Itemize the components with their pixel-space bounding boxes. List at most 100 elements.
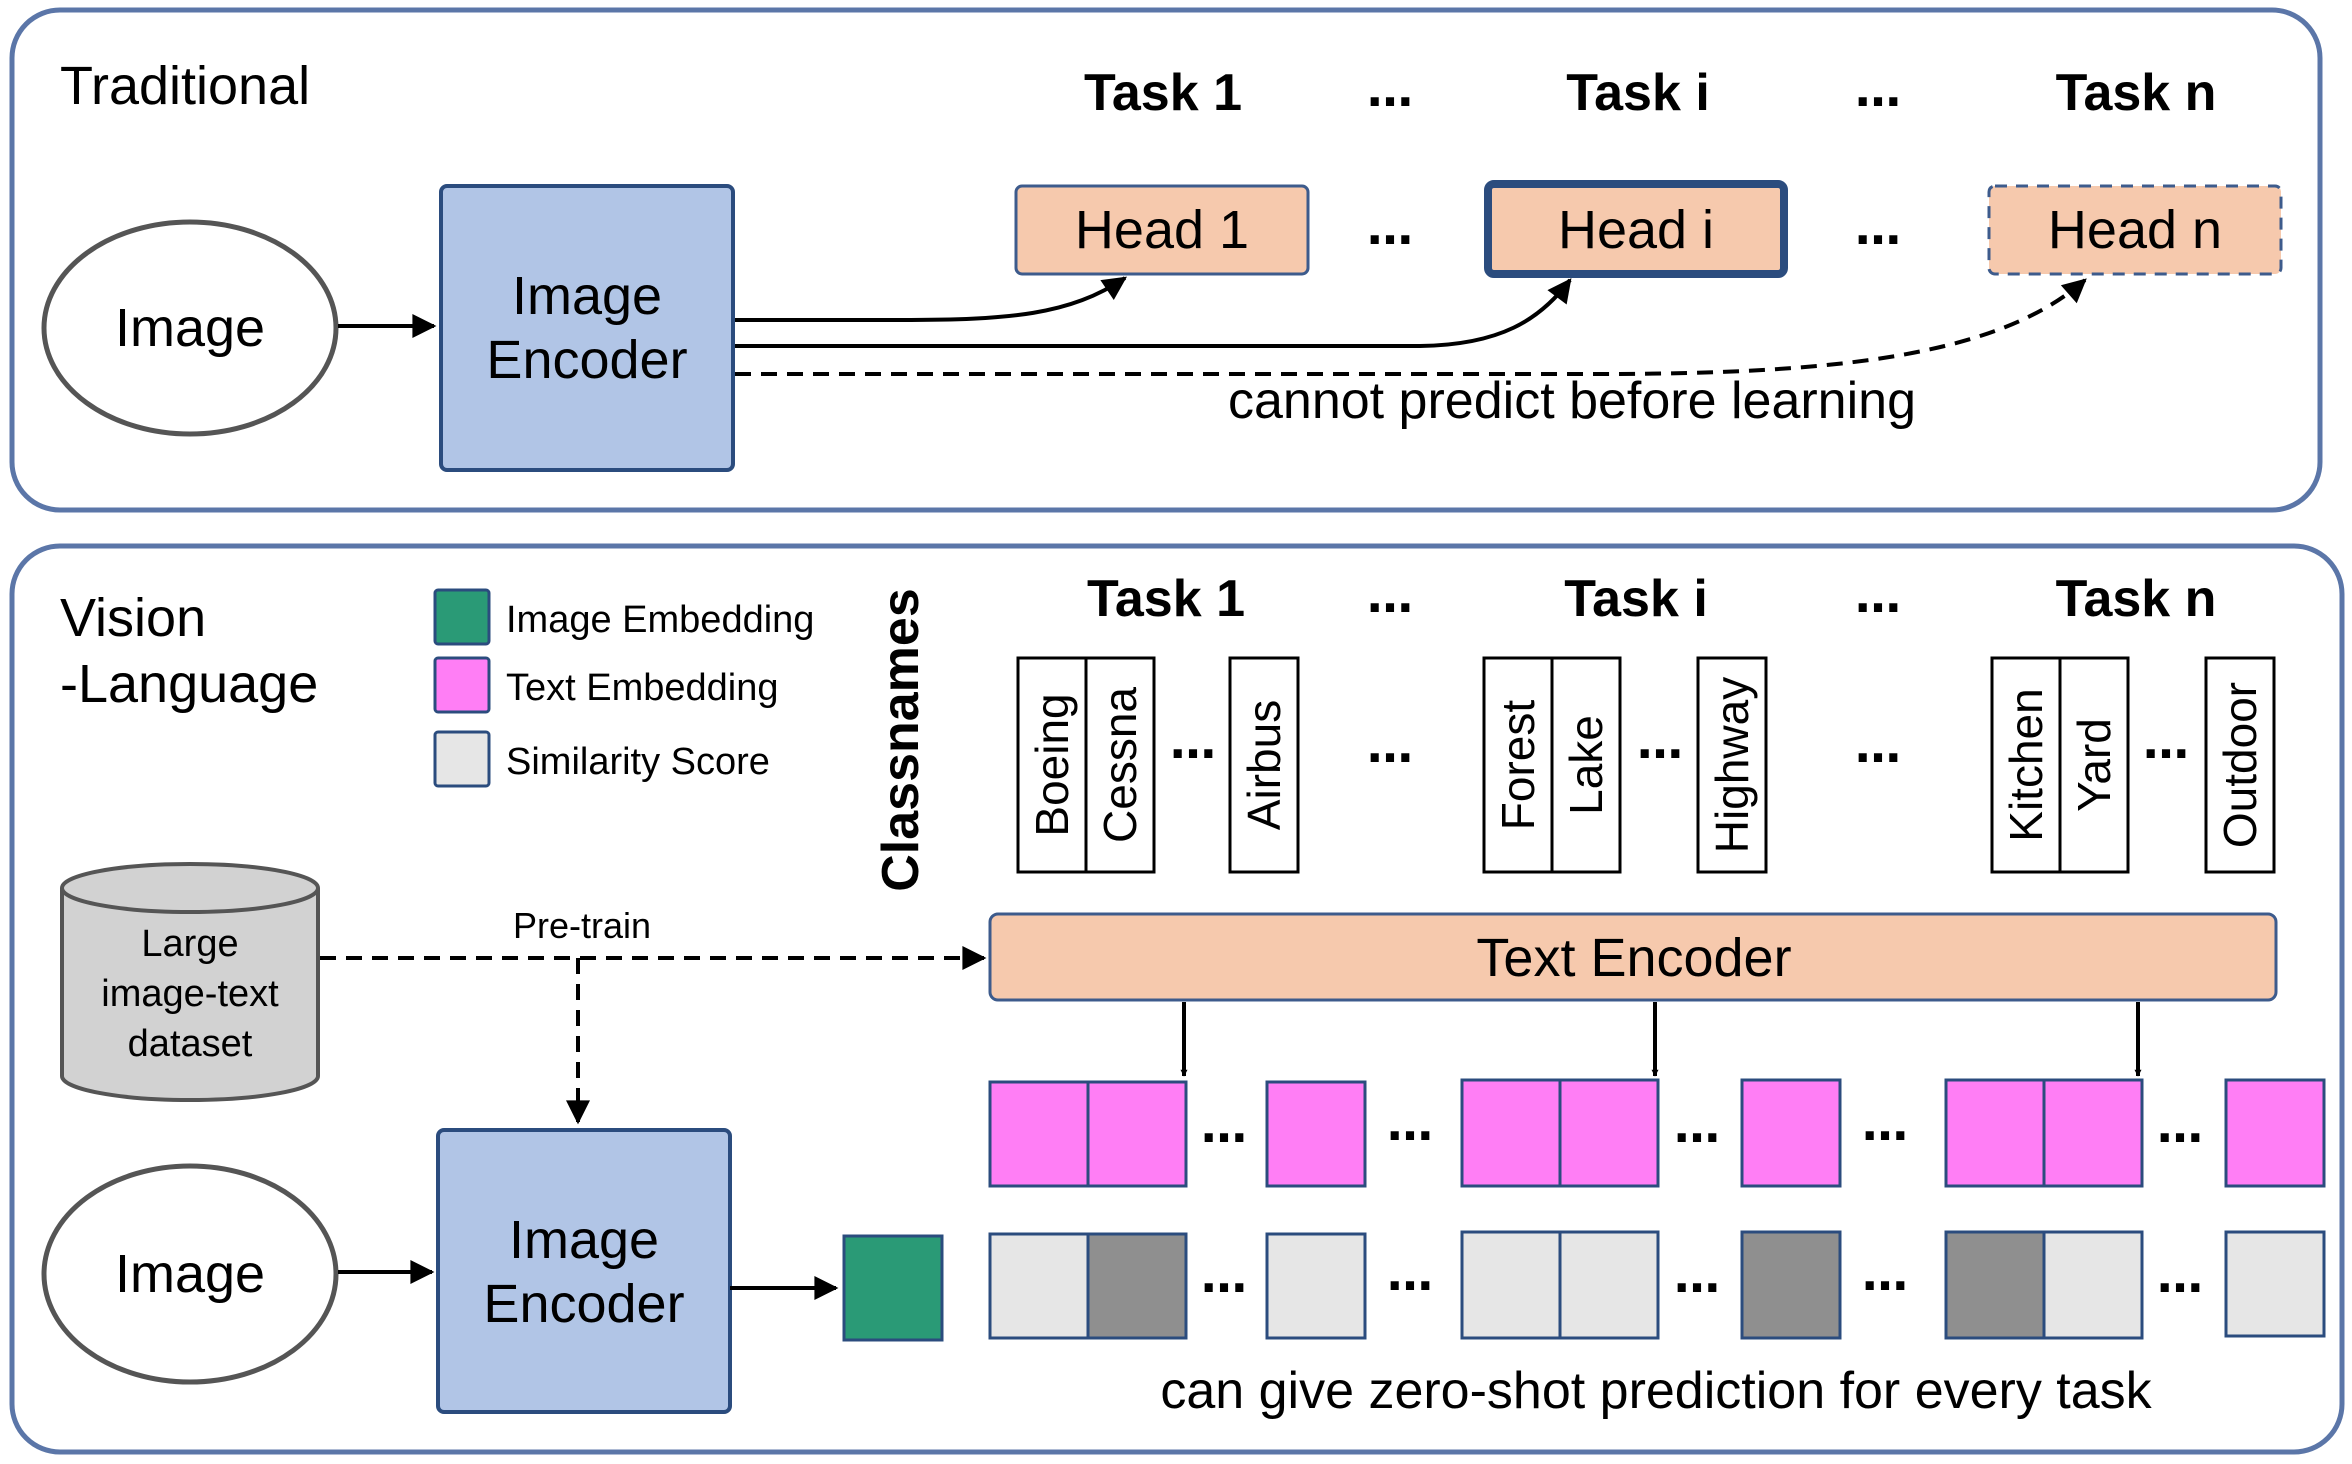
traditional-image-node <box>41 219 339 437</box>
vl-task-ellipsis-1: … <box>1367 569 1413 623</box>
head-n-label: Head n <box>2048 200 2222 260</box>
traditional-task-ellipsis-1: … <box>1367 63 1413 117</box>
classname-label: Forest <box>1492 700 1544 831</box>
vl-image-label: Image <box>115 1244 265 1304</box>
legend-similarity-score-label: Similarity Score <box>506 741 770 783</box>
traditional-encoder-line1: Image <box>512 266 662 326</box>
classname-label: Kitchen <box>2000 688 2052 841</box>
vl-encoder-line1: Image <box>509 1210 659 1270</box>
classname-box <box>1550 656 1622 874</box>
similarity-score-ellipsis: … <box>1674 1249 1720 1303</box>
traditional-task-i-title: Task i <box>1566 64 1710 122</box>
classname-box <box>1084 656 1156 874</box>
vl-label-line2: -Language <box>60 654 318 714</box>
similarity-score-cell <box>2042 1230 2144 1340</box>
legend-image-embedding-label: Image Embedding <box>506 599 814 641</box>
classname-label: Outdoor <box>2214 682 2266 848</box>
classnames-title: Classnames <box>872 588 930 892</box>
classname-ellipsis: … <box>1637 715 1683 769</box>
head-n-box <box>1987 184 2283 276</box>
classname-ellipsis: … <box>2143 715 2189 769</box>
head-1-box <box>1014 184 1310 276</box>
text-embedding-cell <box>2224 1078 2326 1188</box>
text-encoder-label: Text Encoder <box>1476 928 1791 988</box>
traditional-head-ellipsis-2: … <box>1855 201 1901 255</box>
similarity-score-ellipsis: … <box>1201 1249 1247 1303</box>
traditional-encoder-line2: Encoder <box>486 330 687 390</box>
vl-image-encoder <box>436 1128 732 1414</box>
similarity-score-group-ellipsis: … <box>1387 1247 1433 1301</box>
vl-image-node <box>41 1163 339 1385</box>
classnames-task-i: Forest Lake … Highway <box>1482 656 1768 874</box>
dataset-label-line2: image-text <box>101 973 279 1015</box>
classname-box <box>1482 656 1554 874</box>
traditional-label: Traditional <box>60 56 310 116</box>
classname-box <box>1990 656 2062 874</box>
classname-box <box>2058 656 2130 874</box>
encoder-to-head-n-dashed-arrow <box>735 278 2087 376</box>
dataset-cylinder: Large image-text dataset <box>60 862 320 1102</box>
similarity-score-cell <box>1265 1232 1367 1340</box>
encoder-to-head-i-arrow <box>735 278 1572 348</box>
text-embedding-cell <box>1558 1078 1660 1188</box>
text-embedding-ellipsis: … <box>2157 1099 2203 1153</box>
legend-similarity-score-swatch <box>433 730 491 788</box>
classname-box <box>1696 656 1768 874</box>
traditional-task-1-title: Task 1 <box>1084 64 1242 122</box>
similarity-score-cell <box>988 1232 1090 1340</box>
similarity-score-cell <box>1740 1230 1842 1340</box>
classname-label: Highway <box>1706 677 1758 853</box>
vl-task-i-title: Task i <box>1564 570 1708 628</box>
encoder-to-head-1-arrow <box>735 276 1127 322</box>
text-embedding-cell <box>1265 1080 1367 1188</box>
text-embedding-group-ellipsis: … <box>1387 1097 1433 1151</box>
head-i-box <box>1484 180 1788 278</box>
dataset-label-line1: Large <box>141 923 238 965</box>
text-embedding-cell <box>1740 1078 1842 1188</box>
text-embedding-group-ellipsis: … <box>1862 1097 1908 1151</box>
vl-label-line1: Vision <box>60 588 206 648</box>
text-embedding-ellipsis: … <box>1674 1099 1720 1153</box>
traditional-task-n-title: Task n <box>2056 64 2217 122</box>
similarity-score-ellipsis: … <box>2157 1249 2203 1303</box>
classname-label: Yard <box>2068 718 2120 812</box>
text-encoder <box>988 912 2278 1002</box>
pretrain-label: Pre-train <box>513 905 651 946</box>
classname-box <box>2204 656 2276 874</box>
legend-image-embedding-swatch <box>433 588 491 646</box>
head-1-label: Head 1 <box>1075 200 1249 260</box>
dataset-label-line3: dataset <box>128 1023 253 1065</box>
image-embedding-cell <box>842 1234 944 1342</box>
text-embedding-row: … … … … … <box>988 1078 2326 1188</box>
text-embedding-cell <box>1086 1080 1188 1188</box>
similarity-score-cell <box>1086 1232 1188 1340</box>
classname-label: Cessna <box>1094 687 1146 843</box>
classname-label: Airbus <box>1238 700 1290 830</box>
classname-box <box>1228 656 1300 874</box>
vl-task-1-title: Task 1 <box>1087 570 1245 628</box>
classname-label: Boeing <box>1026 693 1078 836</box>
similarity-score-cell <box>1944 1230 2046 1340</box>
traditional-panel: Traditional Image Image Encoder Task 1 T… <box>9 7 2323 513</box>
classnames-task-n: Kitchen Yard … Outdoor <box>1990 656 2276 874</box>
text-embedding-cell <box>2042 1078 2144 1188</box>
similarity-score-cell <box>1558 1230 1660 1340</box>
classname-group-ellipsis-1: … <box>1367 719 1413 773</box>
traditional-image-encoder <box>439 184 735 472</box>
dataset-cylinder-top <box>60 862 320 914</box>
vl-task-n-title: Task n <box>2056 570 2217 628</box>
head-i-label: Head i <box>1558 200 1714 260</box>
vision-language-panel: Vision -Language Image Embedding Text Em… <box>9 543 2345 1455</box>
similarity-score-row: … … … … … <box>988 1230 2326 1340</box>
traditional-image-label: Image <box>115 298 265 358</box>
vl-task-ellipsis-2: … <box>1855 569 1901 623</box>
similarity-score-cell <box>2224 1230 2326 1338</box>
legend-text-embedding-swatch <box>433 656 491 714</box>
text-embedding-cell <box>1944 1078 2046 1188</box>
classname-ellipsis: … <box>1170 715 1216 769</box>
legend: Image Embedding Text Embedding Similarit… <box>433 588 814 788</box>
dataset-cylinder-body <box>60 888 320 1102</box>
legend-text-embedding-label: Text Embedding <box>506 667 779 709</box>
classname-label: Lake <box>1560 715 1612 815</box>
